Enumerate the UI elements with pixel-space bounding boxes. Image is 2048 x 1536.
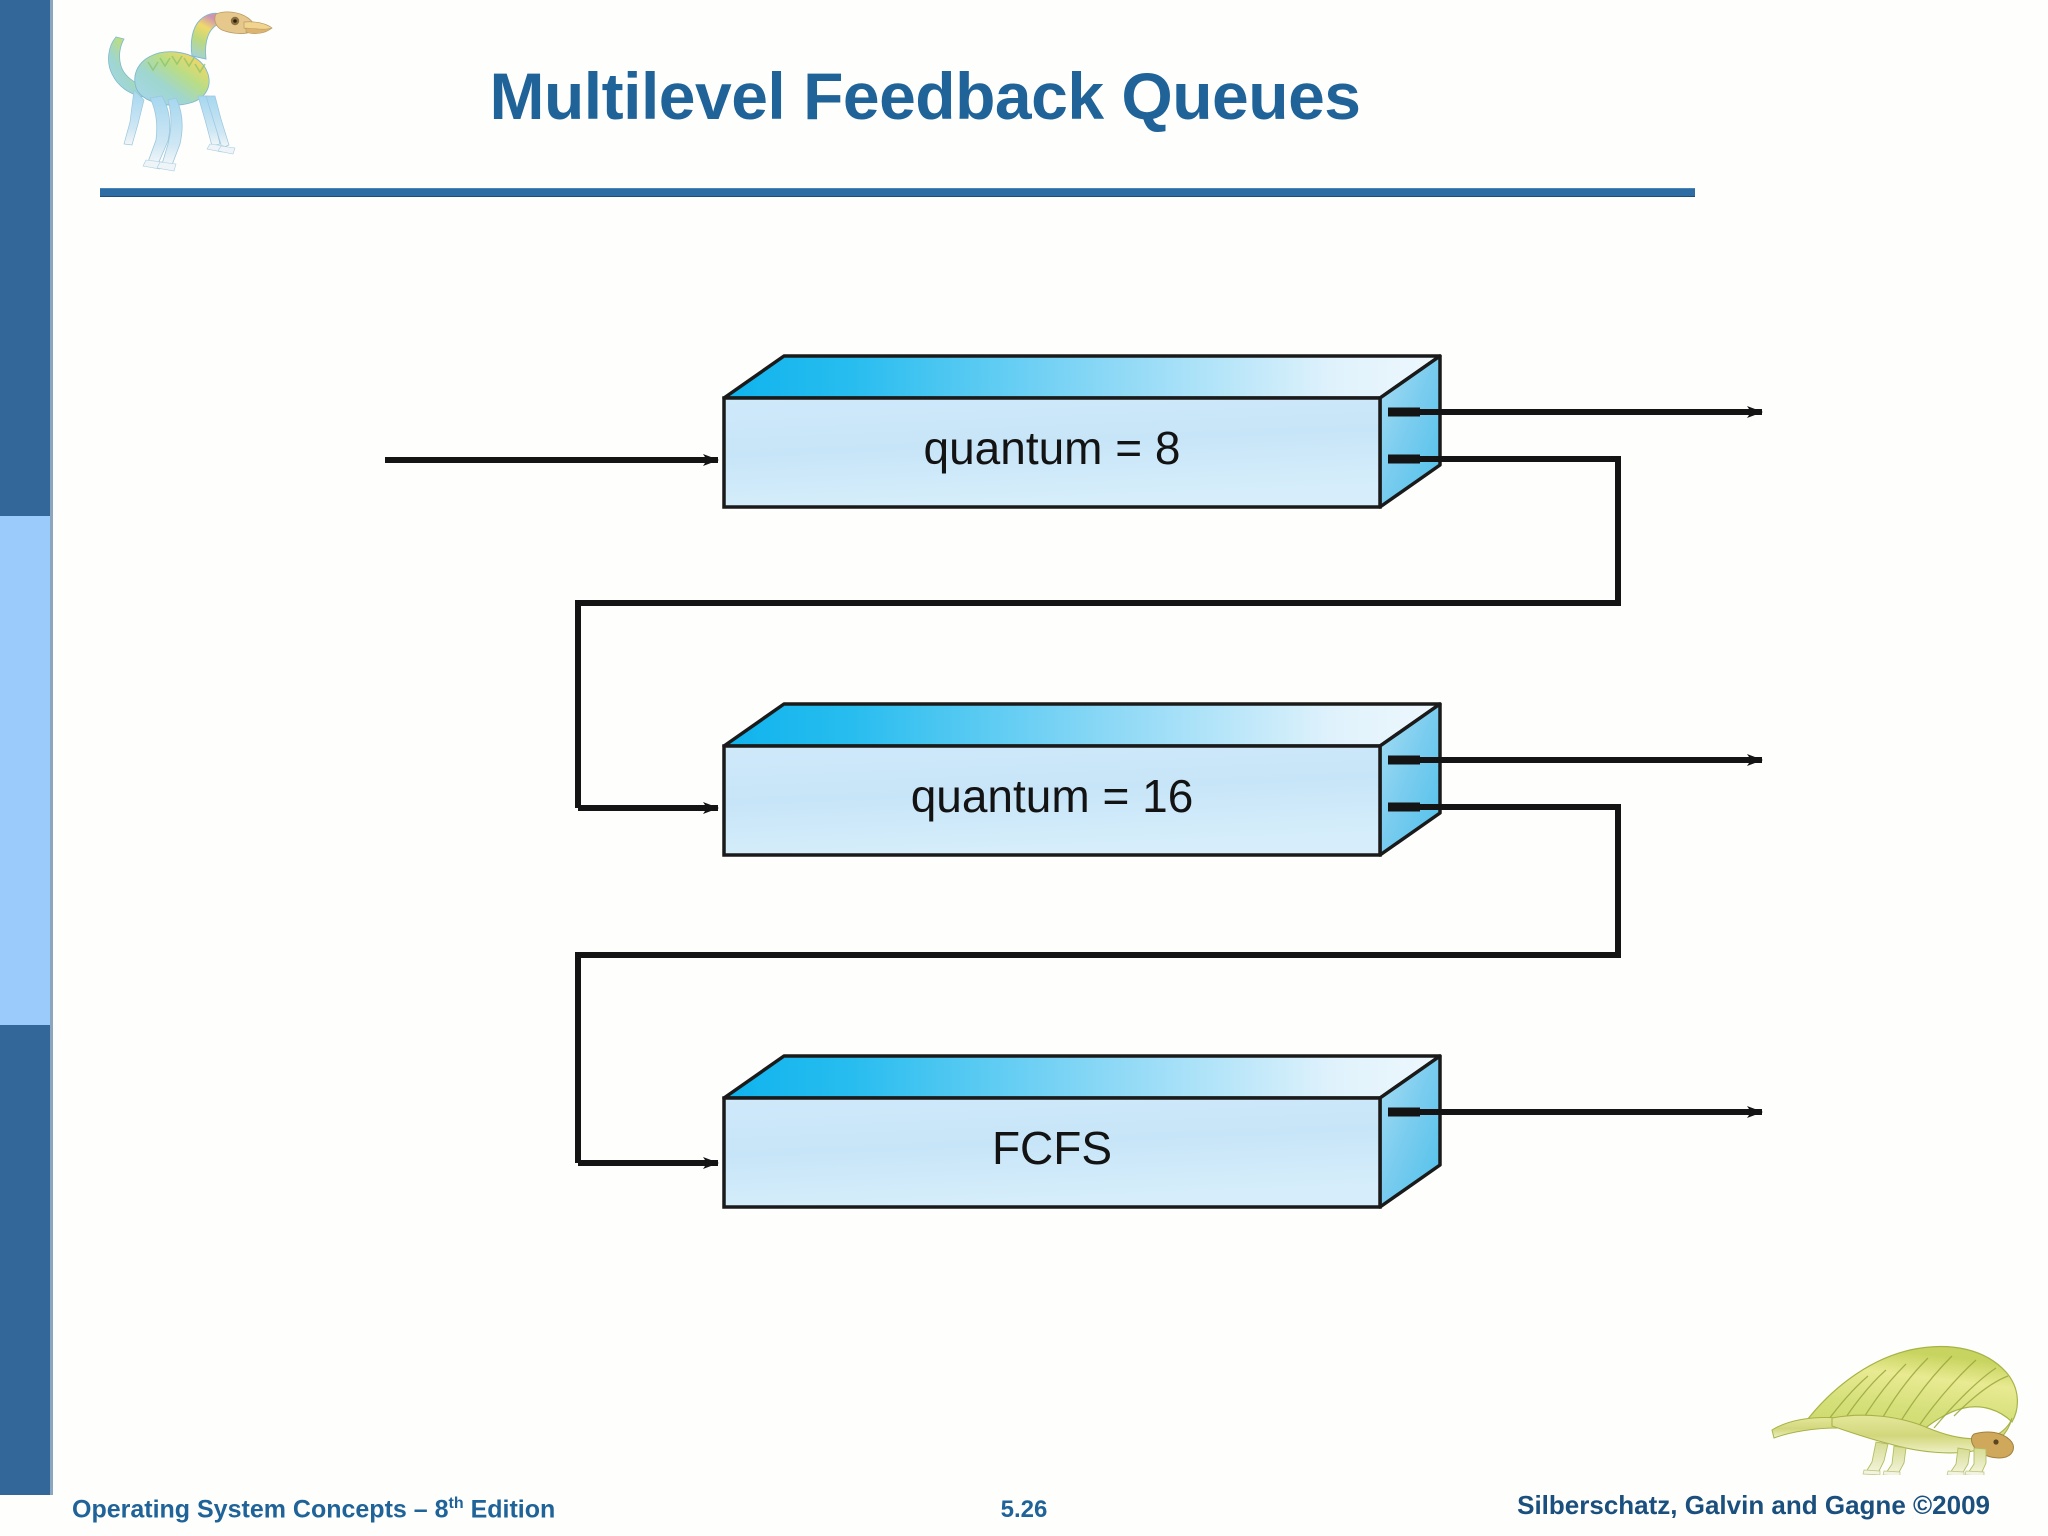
arrow-queue-2-feedback-path [575, 804, 1621, 1163]
arrow-queue-1-feedback-path [575, 456, 1621, 808]
left-sidebar-strip [0, 0, 50, 1536]
footer-left-superscript: th [448, 1495, 464, 1512]
dinosaur-icon [108, 11, 273, 172]
queue-block-3: FCFS [722, 1054, 1442, 1209]
footer-page-number: 5.26 [1000, 1496, 1048, 1523]
title-underline-rule [100, 188, 1695, 197]
sidebar-band-middle [0, 516, 50, 1025]
footer-left-text: Operating System Concepts – 8th Edition [72, 1495, 555, 1524]
sidebar-band-top [0, 0, 50, 516]
queue-1-label: quantum = 8 [923, 422, 1180, 474]
sidebar-divider [50, 0, 53, 1495]
footer-left-prefix: Operating System Concepts – 8 [72, 1495, 449, 1524]
queue-block-1: quantum = 8 [722, 354, 1442, 509]
queue-2-label: quantum = 16 [911, 770, 1194, 822]
dimetrodon-icon [1771, 1345, 2018, 1475]
footer-left-suffix: Edition [463, 1495, 556, 1524]
footer-copyright: Silberschatz, Galvin and Gagne ©2009 [1517, 1490, 1990, 1520]
sidebar-band-bottom [0, 1025, 50, 1495]
queue-3-label: FCFS [992, 1122, 1112, 1174]
page-title: Multilevel Feedback Queues [489, 59, 1361, 133]
queue-block-2: quantum = 16 [722, 702, 1442, 857]
